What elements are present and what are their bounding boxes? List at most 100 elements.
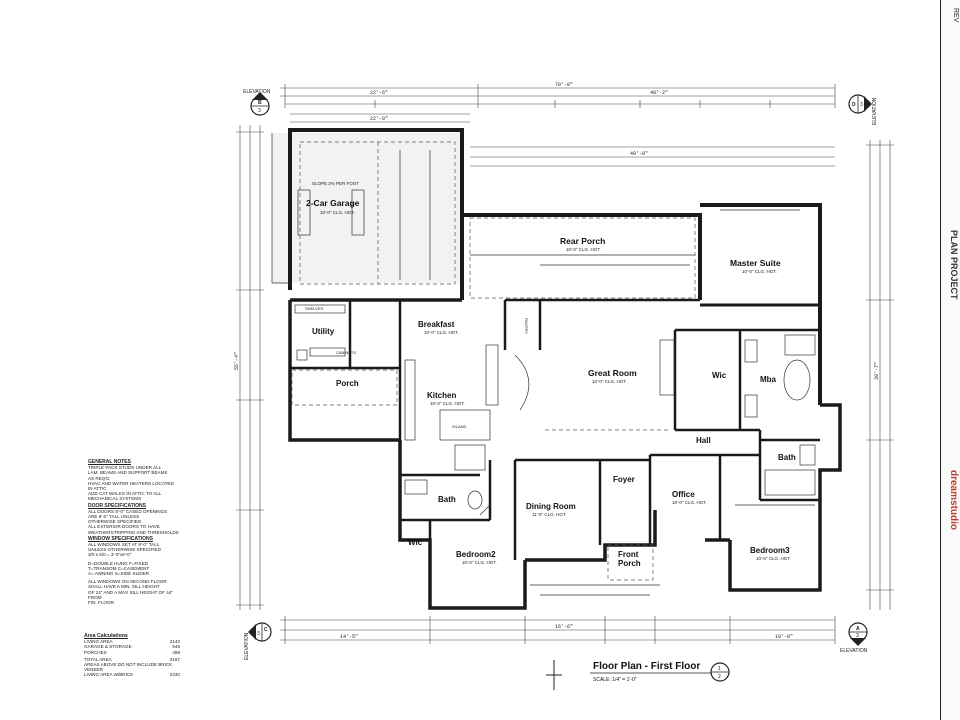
elevation-marker-b[interactable]: B 3: [250, 92, 270, 116]
svg-text:3: 3: [860, 102, 863, 108]
room-label-dining: Dining Room: [526, 502, 576, 511]
great-room-ceiling-note: 10'-0" CLG. HGT.: [592, 379, 627, 384]
elevation-label-top-left: ELEVATION: [243, 89, 271, 95]
room-label-front-porch-2: Porch: [618, 559, 641, 568]
svg-text:3: 3: [258, 108, 261, 114]
door-spec-line: ALL EXTERIOR DOORS TO HAVE: [88, 524, 160, 530]
kitchen-ceiling-note: 10'-0" CLG. HGT.: [430, 401, 465, 406]
window-spec-line: 3/0 x 6/0 = 3'-0"x6'-0": [88, 552, 132, 558]
general-notes-title: GENERAL NOTES: [88, 459, 131, 465]
svg-text:3: 3: [257, 631, 260, 637]
master-bath: [744, 334, 816, 418]
title-section-marker: 1 2: [590, 662, 730, 682]
utility-cabinets-note: CABINETS: [336, 350, 356, 355]
door-spec-line: WEATHERSTRIPPING AND THRESHOLDS: [88, 529, 179, 535]
side-porch: [291, 369, 398, 406]
elevation-label-top-right: ELEVATION: [872, 97, 878, 125]
bath-left: [404, 479, 491, 516]
dim-overall-top: 70'-8": [555, 82, 573, 88]
pantry-note: PANTRY: [524, 318, 529, 334]
general-note-line: IN ATTIC: [88, 486, 107, 492]
office-ceiling-note: 10'-0" CLG. HGT.: [672, 500, 707, 505]
room-label-bedroom2: Bedroom2: [456, 550, 496, 559]
area-footer-note: AREAS ABOVE DO NOT INCLUDE BRICK VENEER: [84, 662, 173, 673]
window-spec-line: ALL WINDOWS ON SECOND FLOOR: [88, 579, 167, 585]
garage: [271, 128, 464, 300]
elevation-marker-d[interactable]: D 3: [848, 94, 872, 114]
titleblock-main: PLAN PROJECT: [949, 230, 959, 300]
section-cut-marker: [546, 660, 562, 690]
window-spec-line: UNLESS OTHERWISE SPECIFIED: [88, 547, 161, 553]
general-note-line: LAM. BEAMS AND SUPPORT BEAMS: [88, 470, 168, 476]
dim-bottom-right: 10'-8": [775, 634, 793, 640]
room-label-breakfast: Breakfast: [418, 320, 455, 329]
window-spec-line: SHALL HAVE A MIN. SILL HEIGHT: [88, 584, 160, 590]
garage-ceiling-note: 10'-0" CLG. HGT.: [320, 210, 355, 215]
room-label-bath-left: Bath: [438, 495, 456, 504]
window-spec-title: WINDOW SPECIFICATIONS: [88, 535, 153, 542]
dim-bottom-left: 14'-5": [340, 634, 358, 640]
room-label-rear-porch: Rear Porch: [560, 236, 605, 246]
room-label-foyer: Foyer: [613, 475, 635, 484]
garage-slope-note: SLOPE 2% PER FOOT: [312, 181, 359, 186]
dim-right-overall: 39'-7": [874, 362, 880, 380]
drawing-title: Floor Plan - First Floor: [593, 661, 701, 672]
drawing-scale: SCALE: 1/4" = 1'-0": [593, 677, 637, 683]
room-label-porch: Porch: [336, 379, 359, 388]
room-label-master-suite: Master Suite: [730, 258, 781, 268]
svg-text:2: 2: [718, 674, 721, 680]
dim-bottom-mid: 16'-6": [555, 624, 573, 630]
titleblock-rev: REV: [952, 8, 959, 23]
elevation-label-bottom-right: ELEVATION: [840, 648, 868, 654]
room-label-mba: Mba: [760, 375, 777, 384]
window-spec-line: A= AWNING S=SIDE SLIDER: [88, 571, 150, 577]
elevation-label-bottom-left: ELEVATION: [244, 632, 250, 660]
general-notes-block: GENERAL NOTES TRIPLE PACK STUDS UNDER AL…: [88, 458, 180, 605]
general-note-line: ADD CAT WALKS IN ATTIC TO ALL: [88, 491, 162, 497]
bedroom2-ceiling-note: 10'-0" CLG. HGT.: [462, 560, 497, 565]
dim-top-left: 22'-6": [370, 90, 388, 96]
svg-text:1: 1: [718, 666, 721, 672]
dim-great-width: 49'-0": [630, 151, 648, 157]
room-label-kitchen: Kitchen: [427, 391, 456, 400]
rear-porch: [469, 217, 696, 299]
elevation-marker-a[interactable]: A 3: [848, 622, 868, 646]
kitchen: [404, 344, 499, 471]
svg-text:A: A: [856, 626, 860, 632]
dim-left-overall: 55'-4": [234, 352, 240, 370]
general-note-line: MECHANICAL SYSTEMS: [88, 496, 142, 502]
window-spec-line: T=TRANSOM C=CASEMENT: [88, 565, 150, 571]
kitchen-island-note: ISLAND: [452, 424, 467, 429]
window-spec-line: OF 24" AND A MAX SILL HEIGHT OF 44" FROM: [88, 589, 173, 600]
master-ceiling-note: 10'-0" CLG. HGT.: [742, 269, 777, 274]
window-spec-line: ALL WINDOWS SET AT 8'-0" TALL: [88, 542, 160, 548]
room-label-bath-right: Bath: [778, 453, 796, 462]
svg-text:B: B: [258, 100, 262, 106]
room-label-front-porch-1: Front: [618, 550, 639, 559]
dim-garage-width: 22'-0": [370, 116, 388, 122]
room-label-office: Office: [672, 490, 695, 499]
svg-text:D: D: [852, 102, 856, 108]
dining-ceiling-note: 11'-0" CLG. HGT.: [532, 512, 566, 517]
dimension-lines: [236, 84, 894, 644]
exterior-walls: [288, 203, 842, 610]
room-label-utility: Utility: [312, 327, 335, 336]
titleblock-logo: dreamstudio: [948, 470, 959, 531]
room-label-wic-left: Wic: [408, 538, 423, 547]
bath-right: [764, 444, 816, 496]
room-label-wic-master: Wic: [712, 371, 727, 380]
room-label-bedroom3: Bedroom3: [750, 546, 790, 555]
general-note-line: HVAC AND WATER HEATERS LOCATED: [88, 480, 174, 486]
front-porch: [530, 544, 660, 596]
interior-walls: [290, 298, 820, 560]
dim-top-right: 48'-2": [650, 90, 668, 96]
elevation-marker-c[interactable]: C 3: [248, 622, 272, 642]
